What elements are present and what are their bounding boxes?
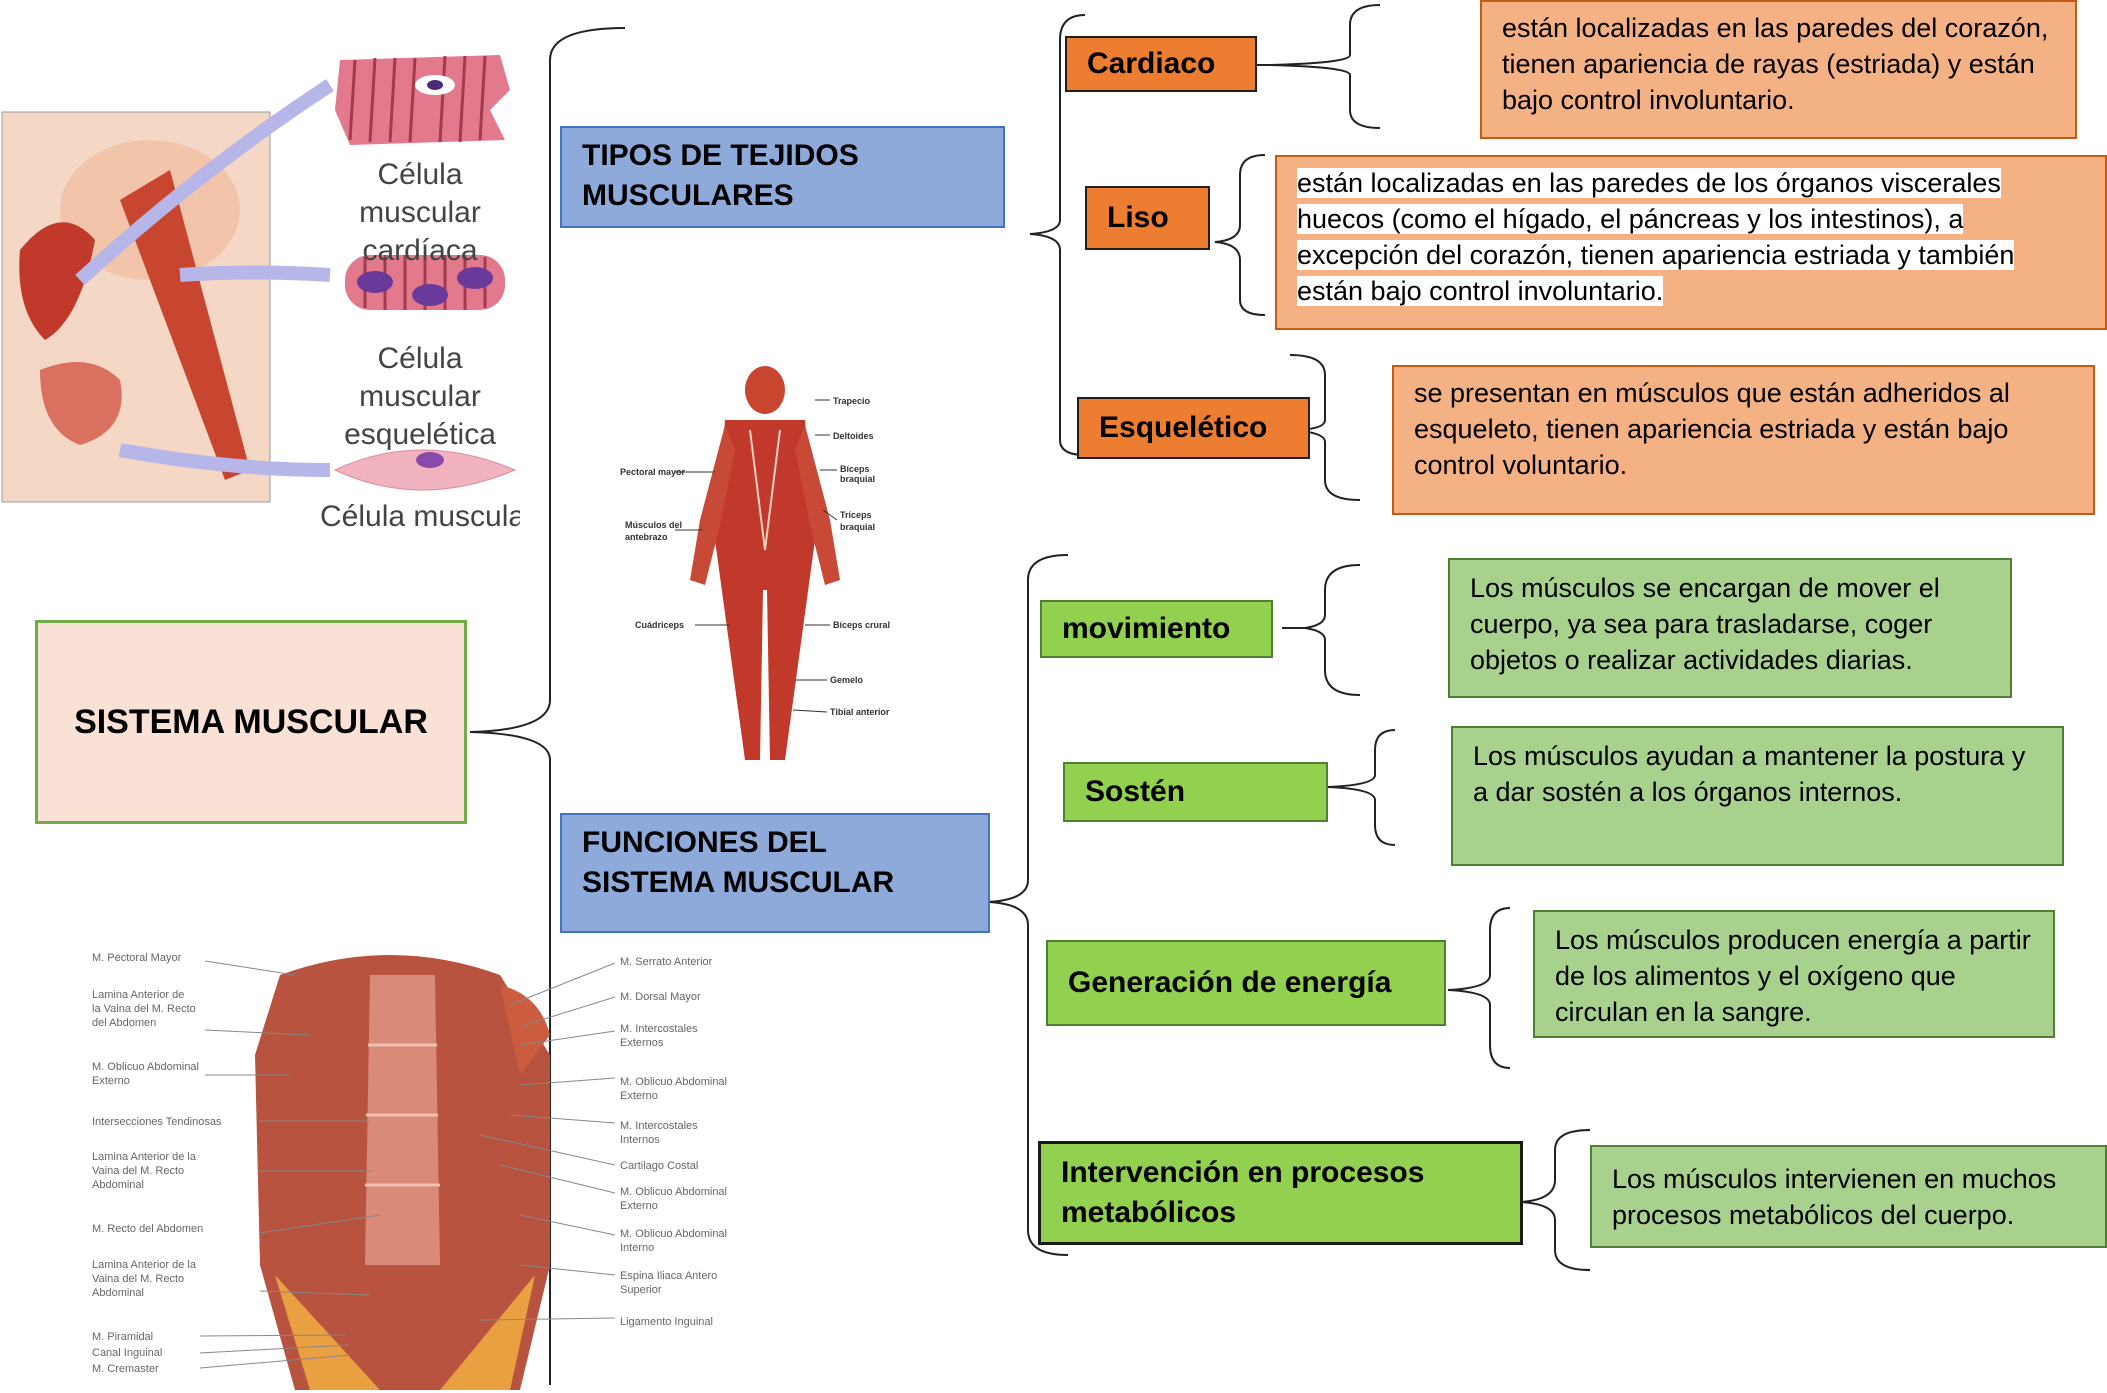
cardiac-cell-icon	[335, 55, 510, 145]
tipo-esqueletico-label: Esquelético	[1077, 397, 1310, 459]
svg-text:Cartilago Costal: Cartilago Costal	[620, 1160, 698, 1172]
branch-funciones: FUNCIONES DEL SISTEMA MUSCULAR	[560, 813, 990, 933]
svg-text:Abdominal: Abdominal	[92, 1179, 144, 1191]
svg-text:Lamina Anterior de: Lamina Anterior de	[92, 989, 184, 1001]
svg-text:Lamina Anterior de la: Lamina Anterior de la	[92, 1259, 197, 1271]
svg-text:Superior: Superior	[620, 1284, 662, 1296]
funcion-sosten-text: Los músculos ayudan a mantener la postur…	[1451, 726, 2064, 866]
svg-text:del Abdomen: del Abdomen	[92, 1017, 156, 1029]
cardiac-cell-label: Célula muscular cardíaca	[320, 156, 520, 270]
svg-text:Bíceps crural: Bíceps crural	[833, 620, 890, 630]
svg-text:Externos: Externos	[620, 1037, 664, 1049]
tipo-cardiaco-text: están localizadas en las paredes del cor…	[1480, 0, 2077, 139]
svg-text:Interno: Interno	[620, 1242, 654, 1254]
muscle-cells-illustration	[0, 50, 540, 550]
abdomen-muscles-illustration: M. Pectoral Mayor Lamina Anterior de la V…	[80, 935, 770, 1390]
svg-text:Espina Iliaca Antero: Espina Iliaca Antero	[620, 1270, 717, 1282]
funcion-sosten-label: Sostén	[1063, 762, 1328, 822]
funcion-intervencion-text: Los músculos intervienen en muchos proce…	[1590, 1145, 2107, 1248]
svg-text:Ligamento Inguinal: Ligamento Inguinal	[620, 1316, 713, 1328]
svg-text:M. Oblicuo Abdominal: M. Oblicuo Abdominal	[620, 1076, 727, 1088]
svg-text:Tibial anterior: Tibial anterior	[830, 707, 890, 717]
svg-text:Gemelo: Gemelo	[830, 675, 864, 685]
svg-text:braquial: braquial	[840, 474, 875, 484]
svg-text:la Vaina del M. Recto: la Vaina del M. Recto	[92, 1003, 196, 1015]
svg-text:M. Intercostales: M. Intercostales	[620, 1023, 698, 1035]
funcion-generacion-label: Generación de energía	[1046, 940, 1446, 1026]
svg-text:antebrazo: antebrazo	[625, 532, 668, 542]
svg-text:Vaina del M. Recto: Vaina del M. Recto	[92, 1165, 184, 1177]
skeletal-cell-label: Célula muscular esquelética	[320, 340, 520, 454]
svg-text:braquial: braquial	[840, 522, 875, 532]
svg-text:M. Oblicuo Abdominal: M. Oblicuo Abdominal	[620, 1186, 727, 1198]
root-node: SISTEMA MUSCULAR	[35, 620, 467, 824]
svg-text:M. Intercostales: M. Intercostales	[620, 1120, 698, 1132]
tipo-liso-text: están localizadas en las paredes de los …	[1275, 155, 2107, 330]
funcion-generacion-text: Los músculos producen energía a partir d…	[1533, 910, 2055, 1038]
svg-text:M. Cremaster: M. Cremaster	[92, 1363, 159, 1375]
funcion-movimiento-label: movimiento	[1040, 600, 1273, 658]
svg-text:Lamina Anterior de la: Lamina Anterior de la	[92, 1151, 197, 1163]
branch-tipos: TIPOS DE TEJIDOS MUSCULARES	[560, 126, 1005, 228]
funcion-movimiento-text: Los músculos se encargan de mover el cue…	[1448, 558, 2012, 698]
svg-text:Externo: Externo	[620, 1090, 658, 1102]
tipo-liso-label: Liso	[1085, 186, 1210, 250]
funcion-intervencion-label: Intervención en procesos metabólicos	[1038, 1141, 1523, 1245]
tipo-cardiaco-label: Cardiaco	[1065, 36, 1257, 92]
svg-text:M. Piramidal: M. Piramidal	[92, 1331, 153, 1343]
svg-text:Intersecciones Tendinosas: Intersecciones Tendinosas	[92, 1116, 222, 1128]
svg-text:Bíceps: Bíceps	[840, 464, 870, 474]
svg-text:Canal Inguinal: Canal Inguinal	[92, 1347, 162, 1359]
smooth-cell-icon	[335, 450, 515, 490]
svg-text:Externo: Externo	[92, 1075, 130, 1087]
svg-text:Internos: Internos	[620, 1134, 660, 1146]
tipo-liso-text-span: están localizadas en las paredes de los …	[1297, 168, 2014, 306]
tipo-esqueletico-text: se presentan en músculos que están adher…	[1392, 365, 2095, 515]
svg-text:Trapecio: Trapecio	[833, 396, 871, 406]
svg-text:M. Pectoral Mayor: M. Pectoral Mayor	[92, 952, 182, 964]
svg-text:Vaina del M. Recto: Vaina del M. Recto	[92, 1273, 184, 1285]
svg-text:Abdominal: Abdominal	[92, 1287, 144, 1299]
svg-text:M. Oblicuo Abdominal: M. Oblicuo Abdominal	[620, 1228, 727, 1240]
svg-text:Deltoides: Deltoides	[833, 431, 874, 441]
smooth-cell-label: Célula muscular l	[320, 498, 520, 536]
svg-text:Cuádriceps: Cuádriceps	[635, 620, 684, 630]
svg-text:Músculos del: Músculos del	[625, 520, 682, 530]
svg-text:Externo: Externo	[620, 1200, 658, 1212]
svg-text:Tríceps: Tríceps	[840, 510, 872, 520]
svg-text:M. Recto del Abdomen: M. Recto del Abdomen	[92, 1223, 203, 1235]
svg-text:M. Oblicuo Abdominal: M. Oblicuo Abdominal	[92, 1061, 199, 1073]
svg-text:M. Serrato Anterior: M. Serrato Anterior	[620, 956, 713, 968]
svg-text:Pectoral mayor: Pectoral mayor	[620, 467, 686, 477]
svg-text:M. Dorsal Mayor: M. Dorsal Mayor	[620, 991, 701, 1003]
